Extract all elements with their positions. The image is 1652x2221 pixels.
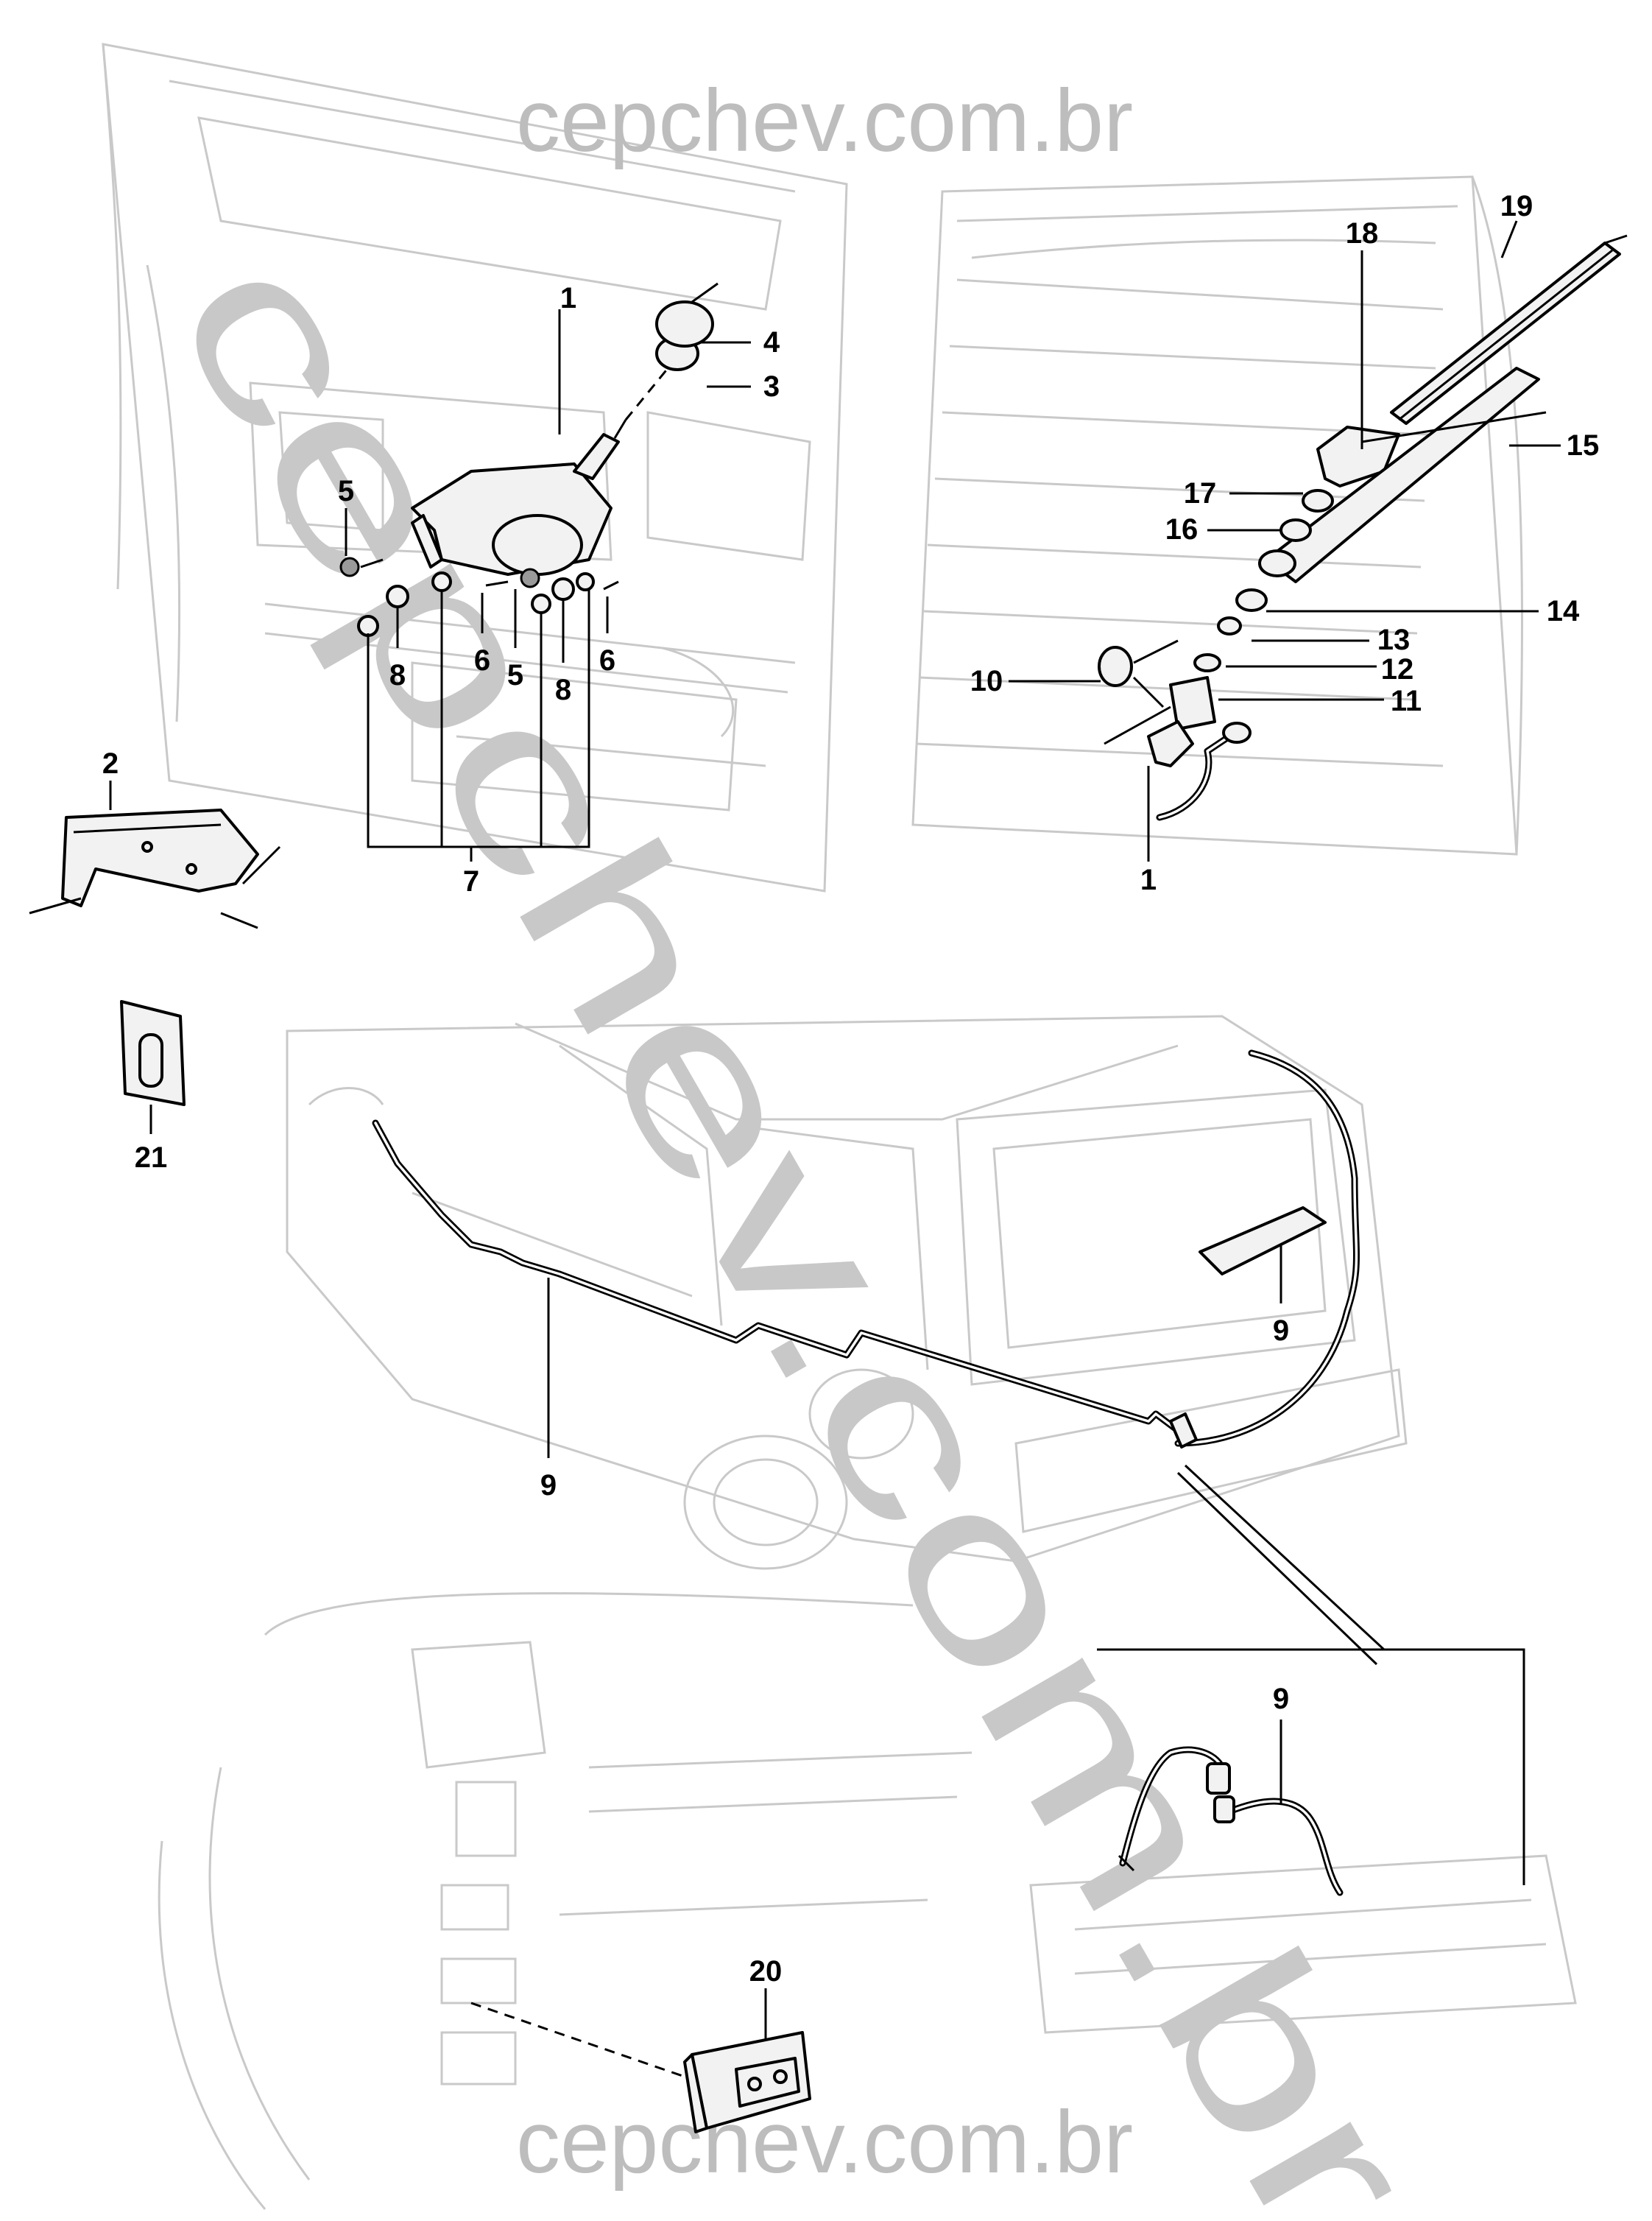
callout-1-motor-detail: 1 xyxy=(1140,864,1157,896)
bolt-left xyxy=(339,557,360,577)
grommet-left-c xyxy=(357,615,379,637)
callout-10-nozzle: 10 xyxy=(970,665,1003,697)
grommet-right-a xyxy=(551,577,575,601)
bolt-right xyxy=(520,568,540,588)
switch-part xyxy=(470,1988,811,2133)
washer-arm xyxy=(1279,518,1312,542)
connector-lower xyxy=(1213,1795,1235,1823)
watermark-diagonal: cepchev.com.br xyxy=(127,209,1465,2221)
callout-5-bolt-left: 5 xyxy=(338,475,354,507)
callout-21-plug: 21 xyxy=(135,1141,168,1174)
bracket-part xyxy=(29,781,281,929)
nozzle xyxy=(1098,646,1133,687)
callout-15-arm: 15 xyxy=(1567,429,1600,462)
callout-14-nut-arm: 14 xyxy=(1547,595,1580,627)
arm-boss xyxy=(1258,549,1296,577)
callout-11-bushing: 11 xyxy=(1391,685,1422,717)
nut-arm xyxy=(1235,588,1268,612)
bracket-plate xyxy=(61,809,259,907)
callout-labels: 1 1 2 3 4 5 5 6 6 7 8 8 9 9 9 10 11 12 1… xyxy=(102,190,1599,1988)
callout-6-nut-left: 6 xyxy=(474,644,490,677)
callout-18-arm-cover: 18 xyxy=(1346,217,1379,250)
callout-16-washer-arm: 16 xyxy=(1165,513,1199,546)
callout-12-washer: 12 xyxy=(1381,653,1414,686)
nut-cap xyxy=(1302,489,1334,513)
callout-19-blade: 19 xyxy=(1500,190,1533,222)
plug-part xyxy=(120,1000,186,1134)
callout-3-seal: 3 xyxy=(763,370,780,403)
callout-9-hose-main: 9 xyxy=(540,1469,557,1502)
callout-1-motor: 1 xyxy=(560,282,576,314)
rear-glass-ghost xyxy=(911,175,1523,856)
callout-5-bolt-right: 5 xyxy=(507,659,523,691)
dashboard-ghost xyxy=(158,1592,1577,2210)
wiper-motor-group xyxy=(339,282,751,862)
callout-6-nut-right: 6 xyxy=(599,644,615,677)
callout-2-bracket: 2 xyxy=(102,747,119,780)
washer-hose-route xyxy=(372,1049,1525,1885)
callout-17-nut-cap: 17 xyxy=(1184,477,1217,510)
hose-junction xyxy=(1169,1412,1198,1449)
watermark-bottom: cepchev.com.br xyxy=(516,2093,1133,2192)
callout-13-spacer: 13 xyxy=(1377,624,1411,656)
grommet-right-c xyxy=(576,572,595,591)
grommet-right-b xyxy=(531,594,551,614)
callout-20-switch: 20 xyxy=(749,1955,783,1988)
motor-bracket-tab xyxy=(411,514,443,569)
hose-connector-detail xyxy=(1118,1720,1344,1896)
wiper-blade xyxy=(1390,242,1621,425)
spacer xyxy=(1217,616,1242,636)
motor-shaft xyxy=(573,433,620,480)
wiper-arm-group xyxy=(1009,220,1628,862)
grommet-left-a xyxy=(386,585,409,608)
motor-cylinder xyxy=(492,514,583,576)
connector-upper xyxy=(1206,1762,1231,1795)
callout-7-grommet-group: 7 xyxy=(463,865,479,898)
watermark-top: cepchev.com.br xyxy=(516,71,1133,170)
callout-4-cap: 4 xyxy=(763,326,780,359)
grommet-left-b xyxy=(431,571,452,592)
plug-slot xyxy=(138,1033,163,1088)
bushing xyxy=(1169,676,1216,731)
vehicle-ghost xyxy=(286,1015,1408,1570)
callout-8-grommet-left: 8 xyxy=(389,659,406,691)
callout-9-hose-detail: 9 xyxy=(1273,1683,1289,1715)
tailgate-inner-ghost xyxy=(102,43,848,893)
callout-9-hose-rear: 9 xyxy=(1273,1314,1289,1347)
callout-8-grommet-right: 8 xyxy=(555,674,571,706)
cap-part xyxy=(655,300,714,348)
motor-shaft-end xyxy=(1147,720,1194,767)
hose-connector-top xyxy=(1222,722,1252,744)
rear-wiper-arm-installed xyxy=(1199,1206,1327,1275)
washer xyxy=(1193,653,1221,672)
